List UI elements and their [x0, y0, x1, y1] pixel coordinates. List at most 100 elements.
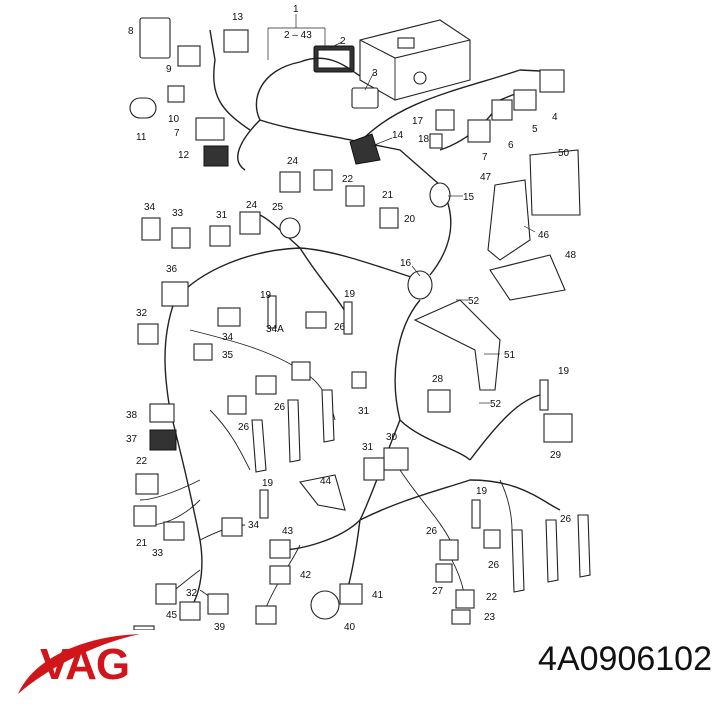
- callout-22-top: 22: [342, 174, 354, 185]
- callout-38: 38: [126, 410, 138, 421]
- connector-22-left: [135, 473, 159, 495]
- callout-34-mid: 34: [222, 332, 234, 343]
- callout-6: 6: [508, 140, 514, 151]
- connector-24-mid: [239, 211, 261, 235]
- connector-31-top: [209, 225, 231, 247]
- callout-50: 50: [558, 148, 570, 159]
- sensor-19-c: [539, 379, 549, 411]
- callout-14: 14: [392, 130, 404, 141]
- callout-26-low: 26: [426, 526, 438, 537]
- callout-23: 23: [484, 612, 496, 623]
- callout-26-mid: 26: [334, 322, 346, 333]
- connector-36: [161, 281, 189, 307]
- injector-d: [511, 529, 525, 593]
- callout-28: 28: [432, 374, 444, 385]
- callout-52-low: 52: [490, 399, 502, 410]
- callout-13: 13: [232, 12, 244, 23]
- bracket-46: [487, 179, 531, 261]
- grommet-15: [429, 182, 451, 208]
- callout-44: 44: [320, 476, 332, 487]
- callout-24-mid: 24: [246, 200, 258, 211]
- connector-40: [310, 590, 340, 620]
- callout-4: 4: [552, 112, 558, 123]
- sensor-19-b: [343, 301, 353, 335]
- callout-5: 5: [532, 124, 538, 135]
- connector-34-low: [221, 517, 243, 537]
- connector-13: [223, 29, 249, 53]
- grommet-14: [349, 133, 381, 165]
- callout-10: 10: [168, 114, 180, 125]
- bracket-44: [299, 474, 346, 511]
- connector-35: [193, 343, 213, 361]
- connector-34-mid: [217, 307, 241, 327]
- connector-33-left: [163, 521, 185, 541]
- connector-9: [177, 45, 201, 67]
- connector-26-a: [255, 375, 277, 395]
- bracket-51: [413, 299, 501, 391]
- callout-33-left: 33: [152, 548, 164, 559]
- connector-21-left: [133, 505, 157, 527]
- brand-swoosh-icon: [18, 634, 140, 694]
- connector-33-low: [255, 605, 277, 625]
- callout-11: 11: [136, 132, 147, 143]
- connector-5: [513, 89, 537, 111]
- connector-29: [543, 413, 573, 443]
- connector-45: [133, 625, 155, 630]
- callout-18: 18: [418, 134, 430, 145]
- connector-17: [435, 109, 455, 131]
- brand-logo: VAG: [40, 640, 130, 689]
- connector-22-low: [455, 589, 475, 609]
- connector-23: [451, 609, 471, 625]
- callout-7-left: 7: [174, 128, 180, 139]
- connector-41: [339, 583, 363, 605]
- connector-31-mid: [363, 457, 385, 481]
- callout-34-top: 34: [144, 202, 156, 213]
- connector-43: [269, 539, 291, 559]
- connector-37: [149, 429, 177, 451]
- callout-52-top: 52: [468, 296, 480, 307]
- sensor-25: [279, 217, 301, 239]
- callout-12: 12: [178, 150, 190, 161]
- connector-8: [139, 17, 171, 59]
- grommet-16: [407, 270, 433, 300]
- connector-26-low-b: [483, 529, 501, 549]
- callout-19-c: 19: [558, 366, 570, 377]
- injector-a: [251, 419, 267, 473]
- connector-3: [351, 87, 379, 109]
- callout-33-top: 33: [172, 208, 184, 219]
- callout-1: 1: [293, 4, 299, 15]
- callout-22-low: 22: [486, 592, 498, 603]
- connector-38: [149, 403, 175, 423]
- connector-26-low: [439, 539, 459, 561]
- callout-2: 2: [340, 36, 346, 47]
- callout-40: 40: [344, 622, 356, 630]
- callout-26-c: 26: [238, 422, 250, 433]
- connector-34-top: [141, 217, 161, 241]
- callout-35: 35: [222, 350, 234, 361]
- sensor-11: [129, 97, 157, 119]
- callout-47: 47: [480, 172, 492, 183]
- callout-48: 48: [565, 250, 577, 261]
- callout-37: 37: [126, 434, 138, 445]
- injector-f: [577, 514, 591, 578]
- connector-6: [491, 99, 513, 121]
- connector-27: [435, 563, 453, 583]
- connector-28: [427, 389, 451, 413]
- callout-30: 30: [386, 432, 398, 443]
- sensor-19-d: [471, 499, 481, 529]
- callout-32-top: 32: [136, 308, 148, 319]
- callout-20: 20: [404, 214, 416, 225]
- callout-19-b: 19: [344, 289, 356, 300]
- callout-31-top: 31: [216, 210, 228, 221]
- connector-32-top: [137, 323, 159, 345]
- injector-e: [545, 519, 559, 583]
- callout-17: 17: [412, 116, 424, 127]
- callout-39: 39: [214, 622, 226, 630]
- callout-8: 8: [128, 26, 134, 37]
- callout-31-right: 31: [358, 406, 370, 417]
- callout-19-e: 19: [262, 478, 274, 489]
- callout-46: 46: [538, 230, 550, 241]
- callout-26-low-b: 26: [488, 560, 500, 571]
- callout-29: 29: [550, 450, 562, 461]
- connector-26-mid: [305, 311, 327, 329]
